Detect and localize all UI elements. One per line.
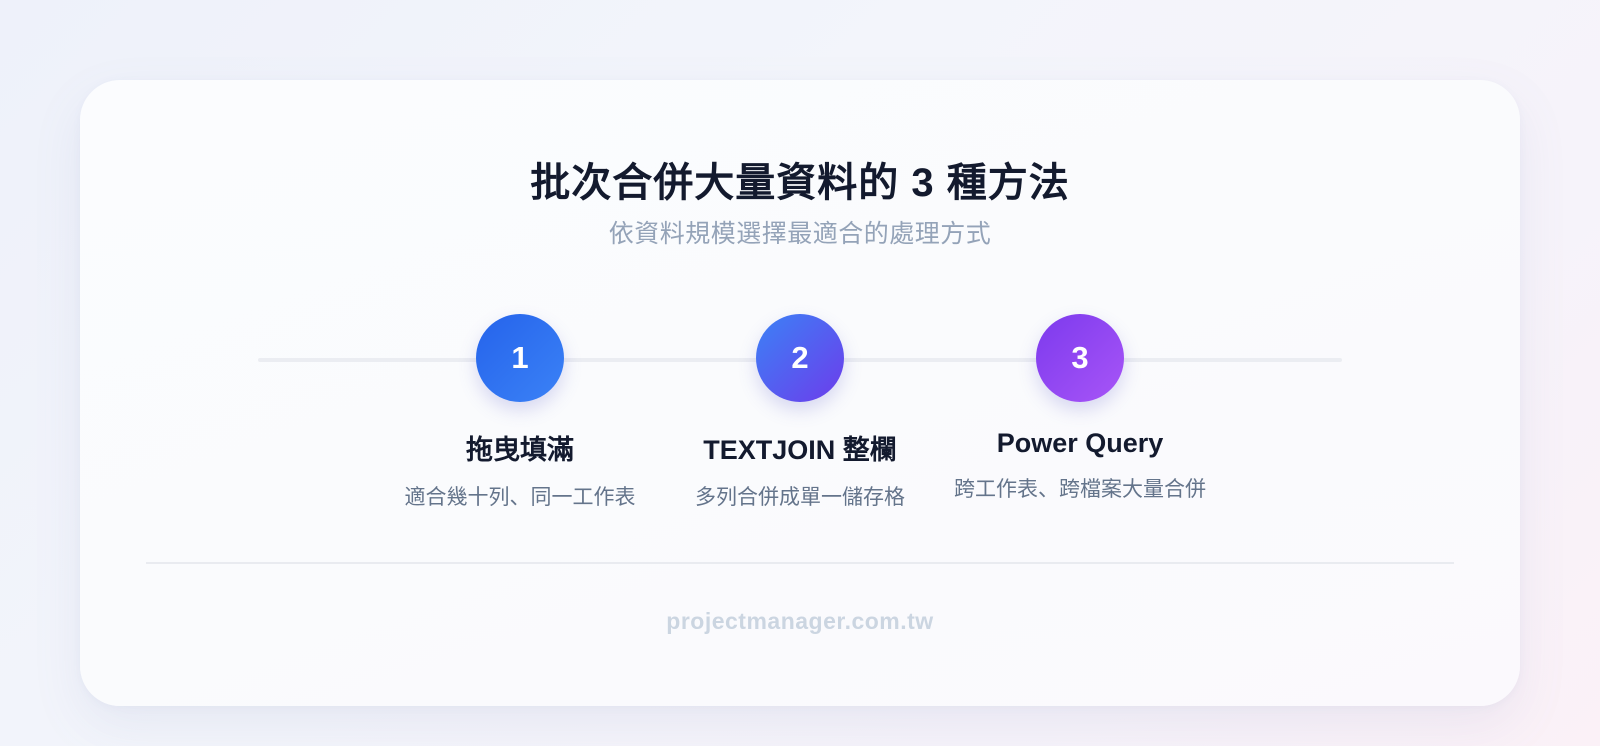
page-title: 批次合併大量資料的 3 種方法 [530, 161, 1070, 205]
step-title: TEXTJOIN 整欄 [703, 435, 897, 465]
step-title: 拖曳填滿 [466, 435, 574, 465]
step-number-badge: 1 [476, 314, 564, 402]
footer-divider [146, 562, 1454, 564]
site-watermark: projectmanager.com.tw [666, 608, 934, 634]
step-1: 1 拖曳填滿 適合幾十列、同一工作表 [380, 314, 660, 511]
step-description: 跨工作表、跨檔案大量合併 [954, 478, 1206, 501]
step-2: 2 TEXTJOIN 整欄 多列合併成單一儲存格 [660, 314, 940, 511]
step-number-badge: 2 [756, 314, 844, 402]
step-title: Power Query [996, 428, 1164, 458]
step-description: 適合幾十列、同一工作表 [404, 486, 636, 509]
step-number-badge: 3 [1036, 314, 1124, 402]
infographic-card: 批次合併大量資料的 3 種方法 依資料規模選擇最適合的處理方式 1 拖曳填滿 適… [80, 80, 1520, 706]
page-subtitle: 依資料規模選擇最適合的處理方式 [608, 220, 992, 248]
step-description: 多列合併成單一儲存格 [695, 486, 905, 509]
step-3: 3 Power Query 跨工作表、跨檔案大量合併 [940, 314, 1220, 503]
